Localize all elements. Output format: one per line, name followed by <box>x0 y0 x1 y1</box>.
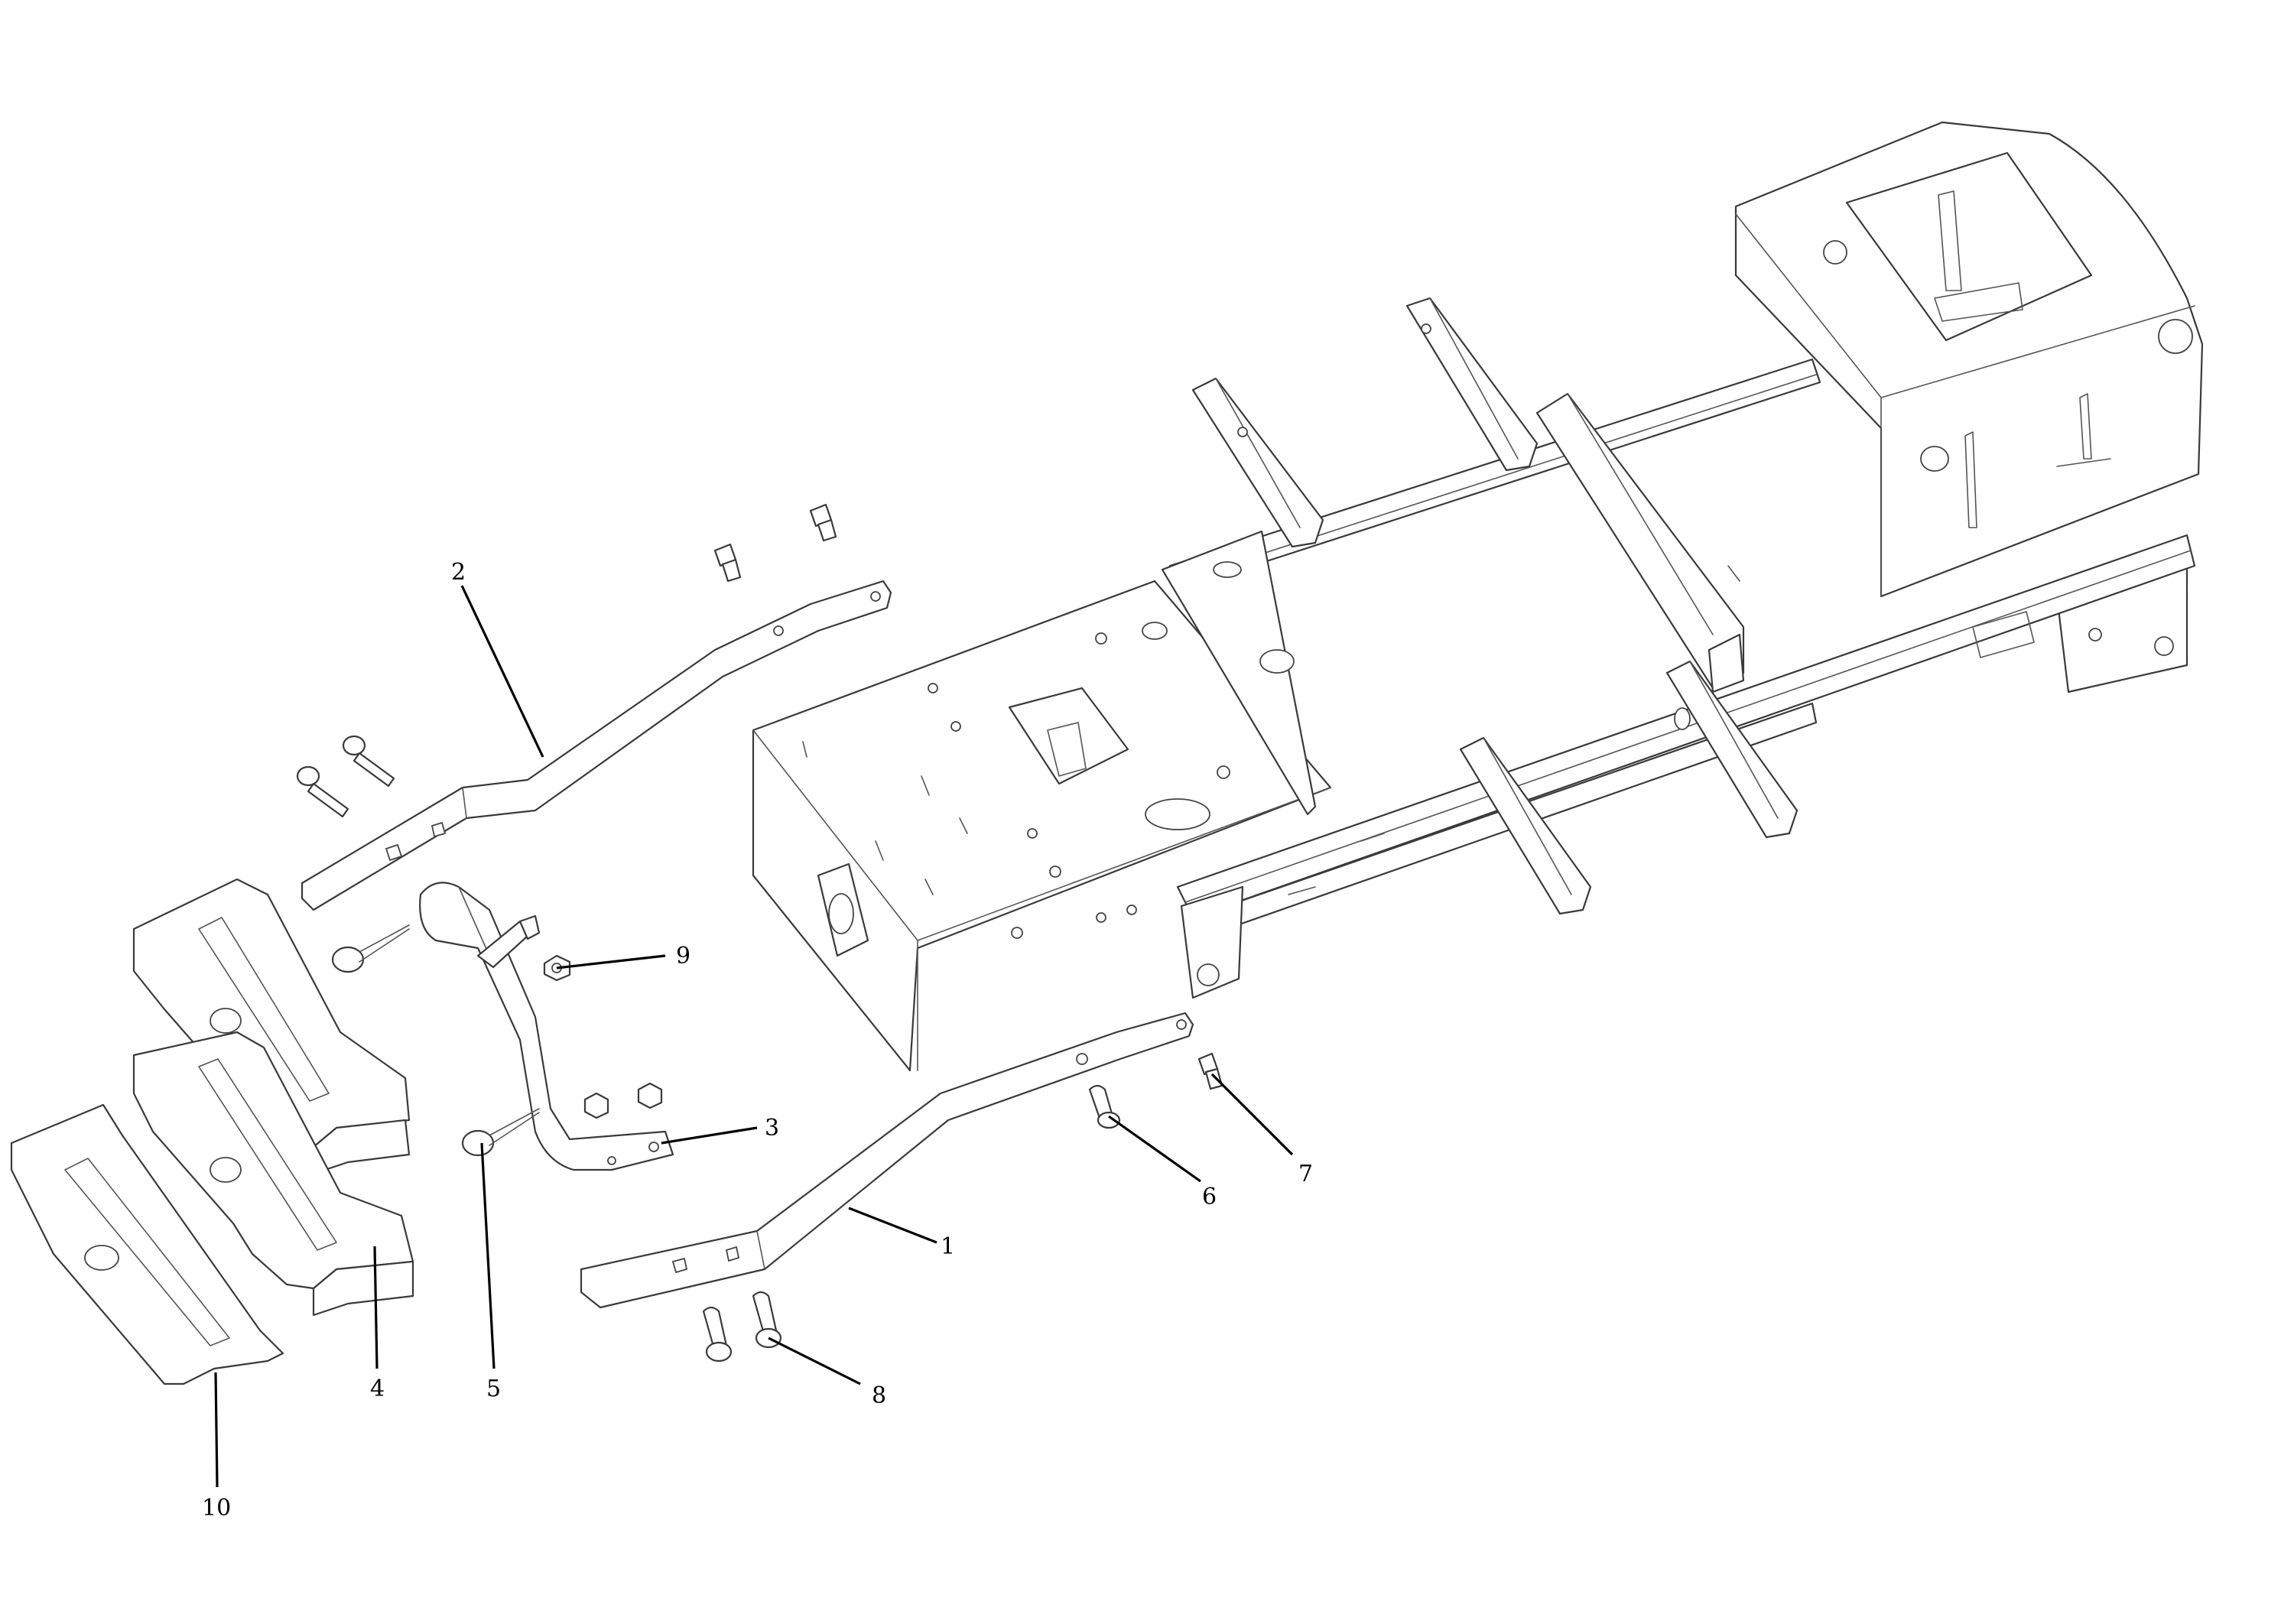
foot-pedal-part-4 <box>132 878 414 1317</box>
leader-9 <box>556 954 666 970</box>
leader-4 <box>373 1246 379 1369</box>
main-frame <box>752 121 2204 1072</box>
leader-3 <box>661 1126 758 1145</box>
callout-10: 10 <box>202 1495 231 1522</box>
nuts-part-9 <box>543 954 663 1119</box>
leader-1 <box>848 1207 937 1244</box>
leader-lines <box>214 585 1294 1488</box>
lower-bar-part-1 <box>580 1012 1194 1309</box>
leader-7 <box>1210 1073 1294 1156</box>
upper-bar-part-2 <box>301 580 892 911</box>
leader-6 <box>1108 1115 1201 1183</box>
leader-5 <box>480 1142 496 1369</box>
callout-4: 4 <box>370 1376 385 1402</box>
leader-2 <box>460 585 544 758</box>
pad-part-10 <box>10 1103 284 1385</box>
pedal-rod-part-3 <box>419 882 674 1171</box>
callout-3: 3 <box>765 1115 779 1142</box>
callout-6: 6 <box>1202 1184 1217 1210</box>
leader-8 <box>768 1337 861 1385</box>
callout-5: 5 <box>486 1376 501 1402</box>
leader-10 <box>214 1372 219 1488</box>
callout-7: 7 <box>1298 1161 1313 1187</box>
callout-9: 9 <box>676 943 690 970</box>
bolts-upper <box>296 503 837 818</box>
fasteners-parts-6-7-8 <box>702 1052 1223 1363</box>
callout-8: 8 <box>872 1382 886 1409</box>
callout-1: 1 <box>941 1233 955 1260</box>
callout-labels: 1 2 3 4 5 6 7 8 9 10 <box>202 559 1313 1522</box>
callout-2: 2 <box>451 559 466 586</box>
clips-part-5 <box>331 924 540 1157</box>
